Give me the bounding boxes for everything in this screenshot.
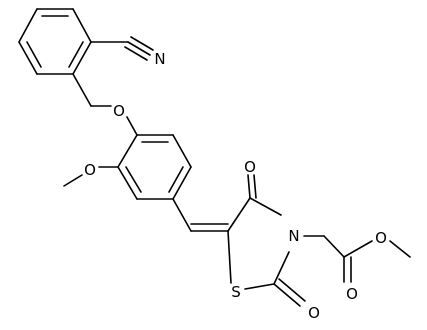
bond	[227, 230, 232, 284]
bond	[125, 166, 142, 193]
bond	[247, 174, 251, 199]
bond	[273, 251, 290, 285]
bond	[249, 197, 282, 216]
bond	[253, 174, 257, 199]
bond	[117, 134, 138, 168]
atom-labels: N O O O N S O O O	[84, 50, 387, 322]
bond	[273, 283, 301, 307]
atom-label-ring-carbonyl-o: O	[244, 158, 256, 176]
bond-lines	[18, 8, 411, 307]
bond	[63, 174, 83, 187]
bond	[126, 116, 138, 136]
bond	[127, 41, 151, 56]
bond	[117, 166, 138, 200]
atom-label-ether-o: O	[113, 102, 125, 120]
bond	[130, 36, 154, 51]
bond	[72, 41, 92, 75]
atom-label-nitrile-n: N	[154, 50, 165, 68]
atom-label-ester-carbonyl-o: O	[346, 285, 358, 303]
bond	[72, 8, 92, 43]
bond	[68, 41, 84, 68]
atom-label-thioester-o: O	[308, 304, 320, 322]
bond	[172, 166, 192, 200]
bond	[18, 8, 38, 43]
bond	[389, 240, 411, 258]
bond	[227, 197, 251, 232]
bond	[244, 283, 275, 290]
bond	[278, 278, 306, 302]
bond	[168, 166, 184, 193]
bond	[172, 198, 192, 232]
bond	[343, 240, 373, 258]
atom-label-ring-s: S	[231, 283, 241, 301]
bond	[72, 73, 92, 107]
atom-label-ester-o: O	[375, 229, 387, 247]
bond	[172, 134, 192, 168]
bond	[18, 41, 38, 75]
bond	[26, 41, 42, 68]
bond	[124, 46, 148, 61]
bond	[323, 235, 345, 258]
atom-label-methoxy-o: O	[84, 161, 96, 179]
atom-label-ring-n: N	[288, 227, 299, 245]
